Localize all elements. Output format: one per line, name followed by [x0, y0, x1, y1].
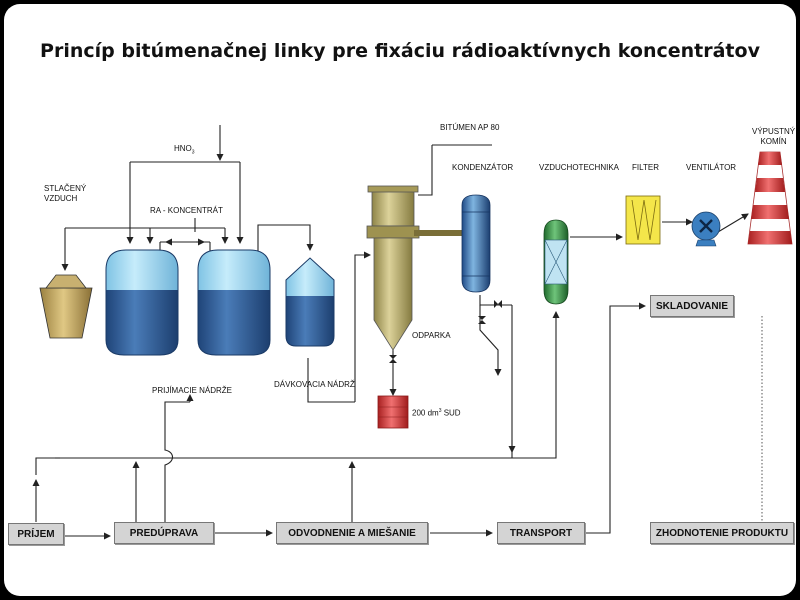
air-handling-unit — [543, 219, 569, 305]
hno3-subscript: 3 — [191, 149, 195, 156]
process-pretreatment: PREDÚPRAVA — [114, 522, 214, 544]
process-product-evaluation: ZHODNOTENIE PRODUKTU — [650, 522, 794, 544]
drum-superscript: 3 — [438, 408, 442, 414]
page-title: Princíp bitúmenačnej linky pre fixáciu r… — [40, 40, 760, 62]
exhaust-chimney — [747, 151, 793, 245]
drum-label: 200 dm3 SUD — [412, 408, 461, 418]
dosing-tank-label: DÁVKOVACIA NÁDRŽ — [274, 380, 355, 389]
compressed-air-vessel — [39, 274, 93, 339]
condenser-label: KONDENZÁTOR — [452, 163, 514, 172]
ra-concentrate-label: RA - KONCENTRÁT — [150, 206, 223, 215]
receiving-tanks-label: PRIJÍMACIE NÁDRŽE — [152, 386, 233, 395]
filter-label: FILTER — [632, 163, 659, 172]
condenser-vessel — [461, 194, 502, 324]
process-transport: TRANSPORT — [497, 522, 585, 544]
process-storage: SKLADOVANIE — [650, 295, 734, 317]
evaporator-vessel — [366, 185, 462, 363]
dosing-tank — [285, 257, 335, 347]
piping — [32, 125, 749, 540]
hno3-label: HNO3 — [174, 144, 195, 156]
chimney-label: VÝPUSTNÝ KOMÍN — [752, 127, 796, 146]
receiving-tank-2 — [197, 249, 271, 356]
filter-unit — [625, 195, 661, 245]
compressed-air-label: STLAČENÝ VZDUCH — [44, 184, 87, 203]
process-receiving: PRÍJEM — [8, 523, 64, 545]
fan-label: VENTILÁTOR — [686, 163, 737, 172]
receiving-tank-1 — [105, 249, 179, 356]
fan-unit — [691, 211, 721, 247]
bitumen-label: BITÚMEN AP 80 — [440, 123, 500, 132]
evaporator-label: ODPARKA — [412, 331, 451, 340]
drum-200 — [377, 395, 409, 429]
process-dewatering-mixing: ODVODNENIE A MIEŠANIE — [276, 522, 428, 544]
air-handling-label: VZDUCHOTECHNIKA — [539, 163, 620, 172]
